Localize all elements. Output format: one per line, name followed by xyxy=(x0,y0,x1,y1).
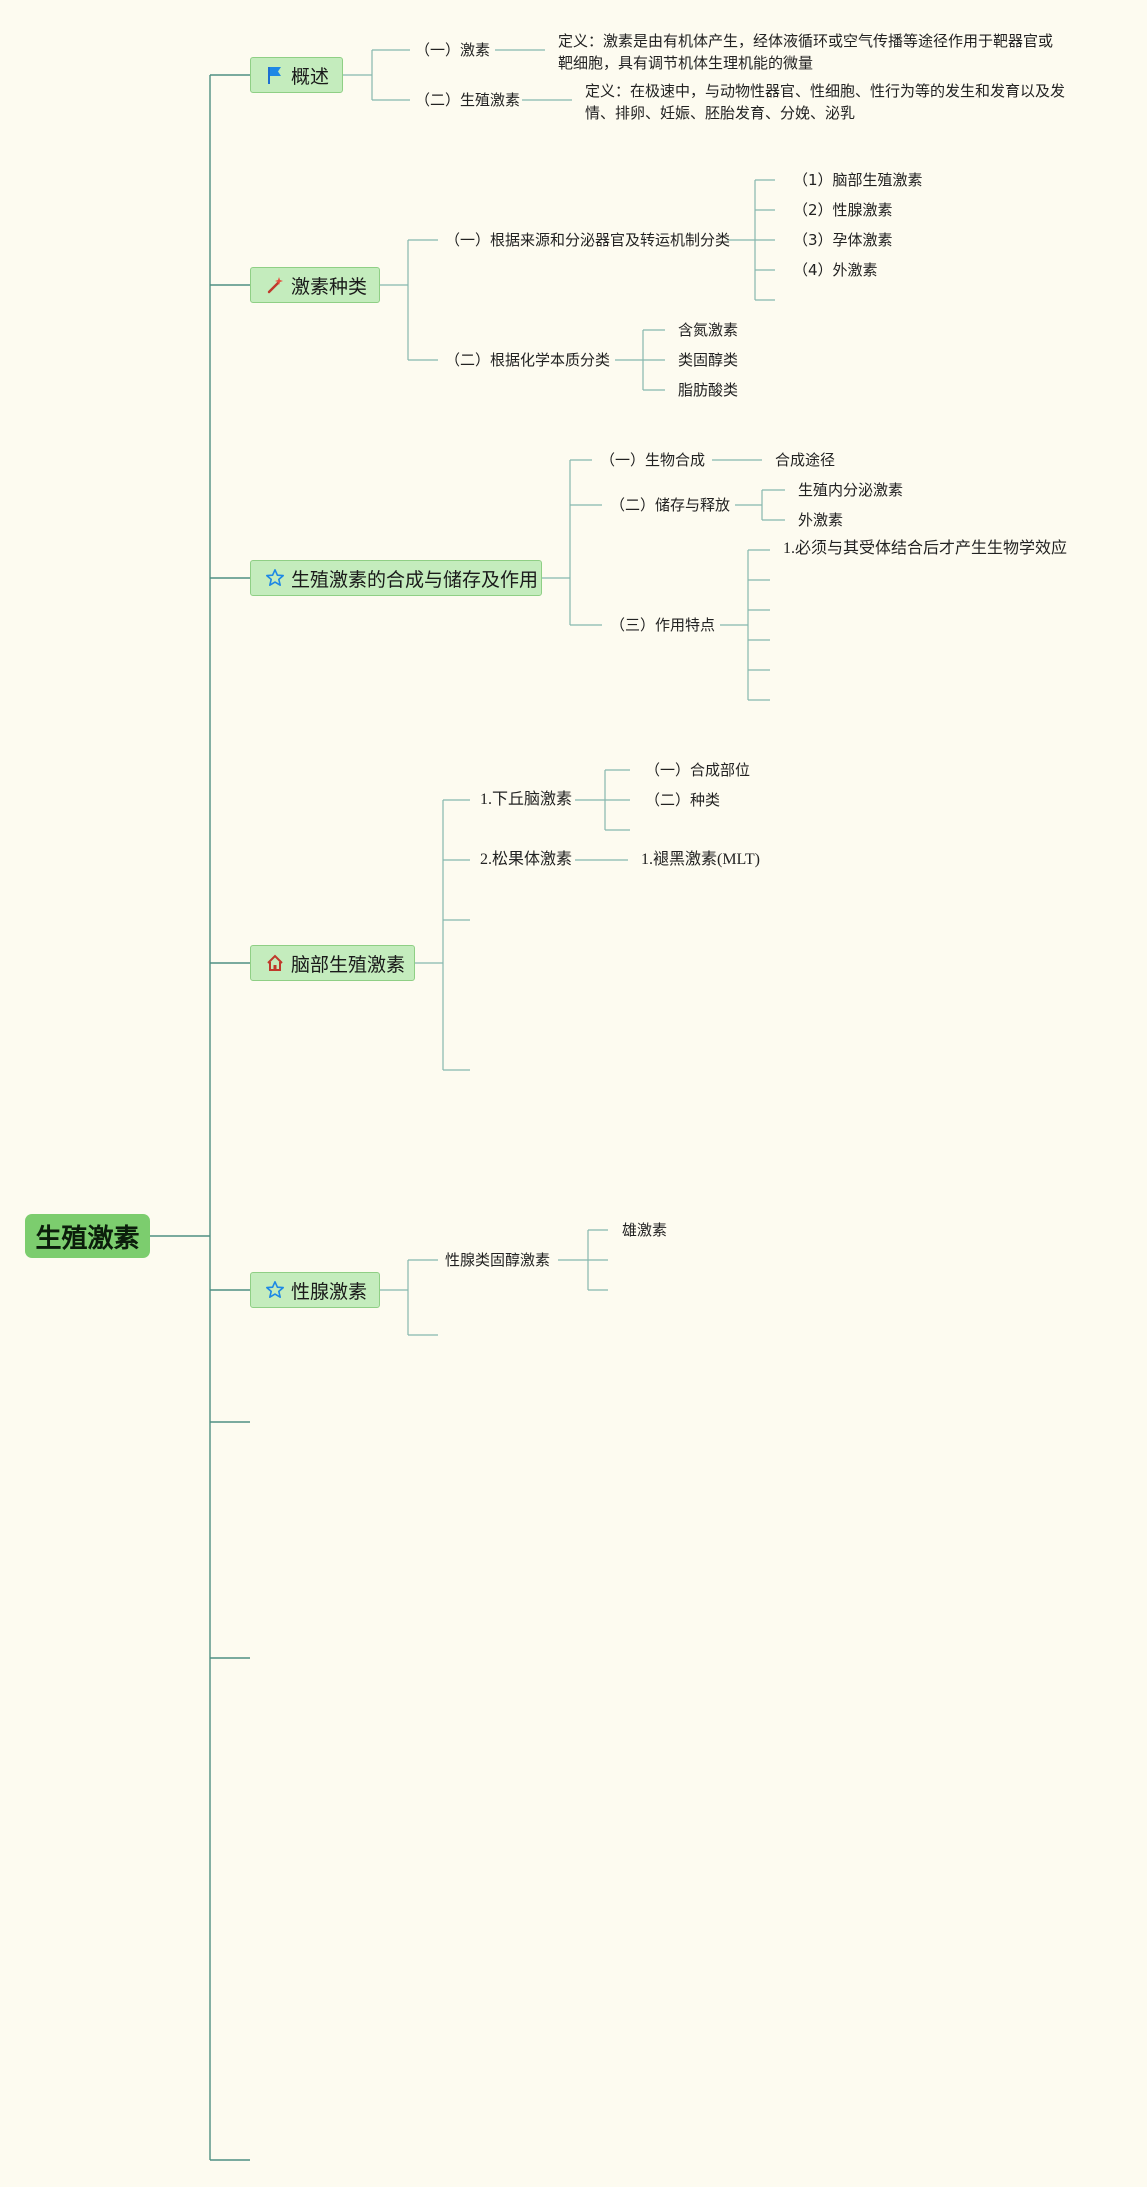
topic-gonad-hormones[interactable]: 性腺激素 xyxy=(250,1272,380,1308)
magic-wand-icon xyxy=(265,274,285,296)
house-icon xyxy=(265,952,285,974)
node-synthesis-site[interactable]: （一）合成部位 xyxy=(645,761,751,779)
node-hypothalamus[interactable]: 1.下丘脑激素 xyxy=(480,791,573,808)
topic-synthesis[interactable]: 生殖激素的合成与储存及作用 xyxy=(250,560,542,596)
topic-synthesis-label: 生殖激素的合成与储存及作用 xyxy=(291,568,539,591)
node-biosynthesis[interactable]: （一）生物合成 xyxy=(600,451,706,469)
topic-brain-hormones[interactable]: 脑部生殖激素 xyxy=(250,945,415,981)
node-nitrogenous[interactable]: 含氮激素 xyxy=(678,321,739,339)
node-brain-repro[interactable]: （1）脑部生殖激素 xyxy=(793,171,923,189)
node-storage-release[interactable]: （二）储存与释放 xyxy=(610,496,731,514)
node-steroids[interactable]: 类固醇类 xyxy=(678,351,739,369)
topic-overview[interactable]: 概述 xyxy=(250,57,343,93)
node-pineal[interactable]: 2.松果体激素 xyxy=(480,851,573,868)
node-hypo-types[interactable]: （二）种类 xyxy=(645,791,721,809)
node-repro-hormone-definition[interactable]: 定义：在极速中，与动物性器官、性细胞、性行为等的发生和发育以及发情、排卵、妊娠、… xyxy=(585,82,1066,122)
topic-gonad-hormones-label: 性腺激素 xyxy=(291,1280,368,1303)
node-pheromone[interactable]: （4）外激素 xyxy=(793,261,878,279)
node-hormone-definition[interactable]: 定义：激素是由有机体产生，经体液循环或空气传播等途径作用于靶器官或靶细胞，具有调… xyxy=(558,32,1054,72)
node-by-source[interactable]: （一）根据来源和分泌器官及转运机制分类 xyxy=(445,231,731,249)
node-fetal-hormone[interactable]: （3）孕体激素 xyxy=(793,231,893,249)
node-gonad-hormone[interactable]: （2）性腺激素 xyxy=(793,201,893,219)
star-outline-icon xyxy=(265,567,285,589)
node-repro-hormone[interactable]: （二）生殖激素 xyxy=(415,91,521,109)
star-outline-icon xyxy=(265,1279,285,1301)
node-fatty-acids[interactable]: 脂肪酸类 xyxy=(678,381,739,399)
blue-flag-icon xyxy=(265,64,285,86)
node-hormone[interactable]: （一）激素 xyxy=(415,41,491,59)
node-melatonin[interactable]: 1.褪黑激素(MLT) xyxy=(641,851,760,868)
node-receptor-binding[interactable]: 1.必须与其受体结合后才产生生物学效应 xyxy=(783,540,1068,557)
root-topic[interactable]: 生殖激素 xyxy=(25,1214,150,1258)
node-androgen[interactable]: 雄激素 xyxy=(622,1221,668,1239)
node-effect-features[interactable]: （三）作用特点 xyxy=(610,616,716,634)
node-by-chemistry[interactable]: （二）根据化学本质分类 xyxy=(445,351,611,369)
node-gonad-steroid[interactable]: 性腺类固醇激素 xyxy=(445,1251,551,1269)
topic-hormone-types[interactable]: 激素种类 xyxy=(250,267,380,303)
node-synthesis-pathway[interactable]: 合成途径 xyxy=(775,451,836,469)
node-repro-endocrine[interactable]: 生殖内分泌激素 xyxy=(798,481,904,499)
topic-overview-label: 概述 xyxy=(291,65,330,88)
node-external-hormone[interactable]: 外激素 xyxy=(798,511,844,529)
topic-brain-hormones-label: 脑部生殖激素 xyxy=(291,953,406,976)
topic-hormone-types-label: 激素种类 xyxy=(291,275,368,298)
